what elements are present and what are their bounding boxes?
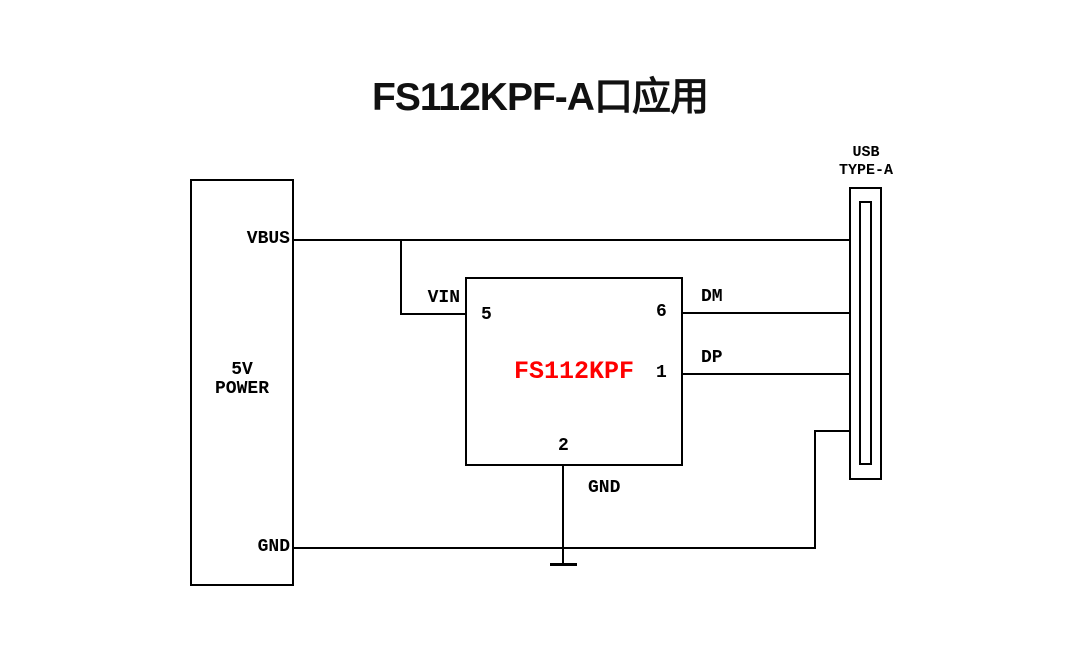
diagram-title: FS112KPF-A口应用 [372,76,709,119]
wire-gnd-riser [814,430,816,549]
net-label-gnd: GND [588,478,621,498]
wire-vin [400,313,465,315]
wire-pin2-gnd [562,466,564,564]
wire-vbus-to-vin-branch [400,239,402,315]
chip-pin1-number: 1 [656,363,667,383]
ground-symbol [550,563,577,566]
power-pin-gnd-label: GND [257,537,290,557]
usb-connector-slot [859,201,872,465]
usb-label-line2: TYPE-A [838,162,893,179]
net-label-dp: DP [701,348,723,368]
power-supply-name-line2: POWER [214,379,269,399]
chip-pin5-number: 5 [481,305,492,325]
power-supply-box [190,179,294,586]
usb-label-line1: USB [852,144,880,161]
chip-box [465,277,683,466]
wire-dp [683,373,849,375]
wire-dm [683,312,849,314]
net-label-vin: VIN [427,288,460,308]
chip-name: FS112KPF [513,357,635,386]
power-supply-name-line1: 5V [231,360,253,380]
wire-vbus [294,239,850,241]
chip-pin2-number: 2 [558,436,569,456]
wire-gnd-to-usb [814,430,849,432]
power-pin-vbus-label: VBUS [246,229,290,249]
chip-pin6-number: 6 [656,302,667,322]
net-label-dm: DM [701,287,723,307]
wire-gnd-horizontal [294,547,816,549]
